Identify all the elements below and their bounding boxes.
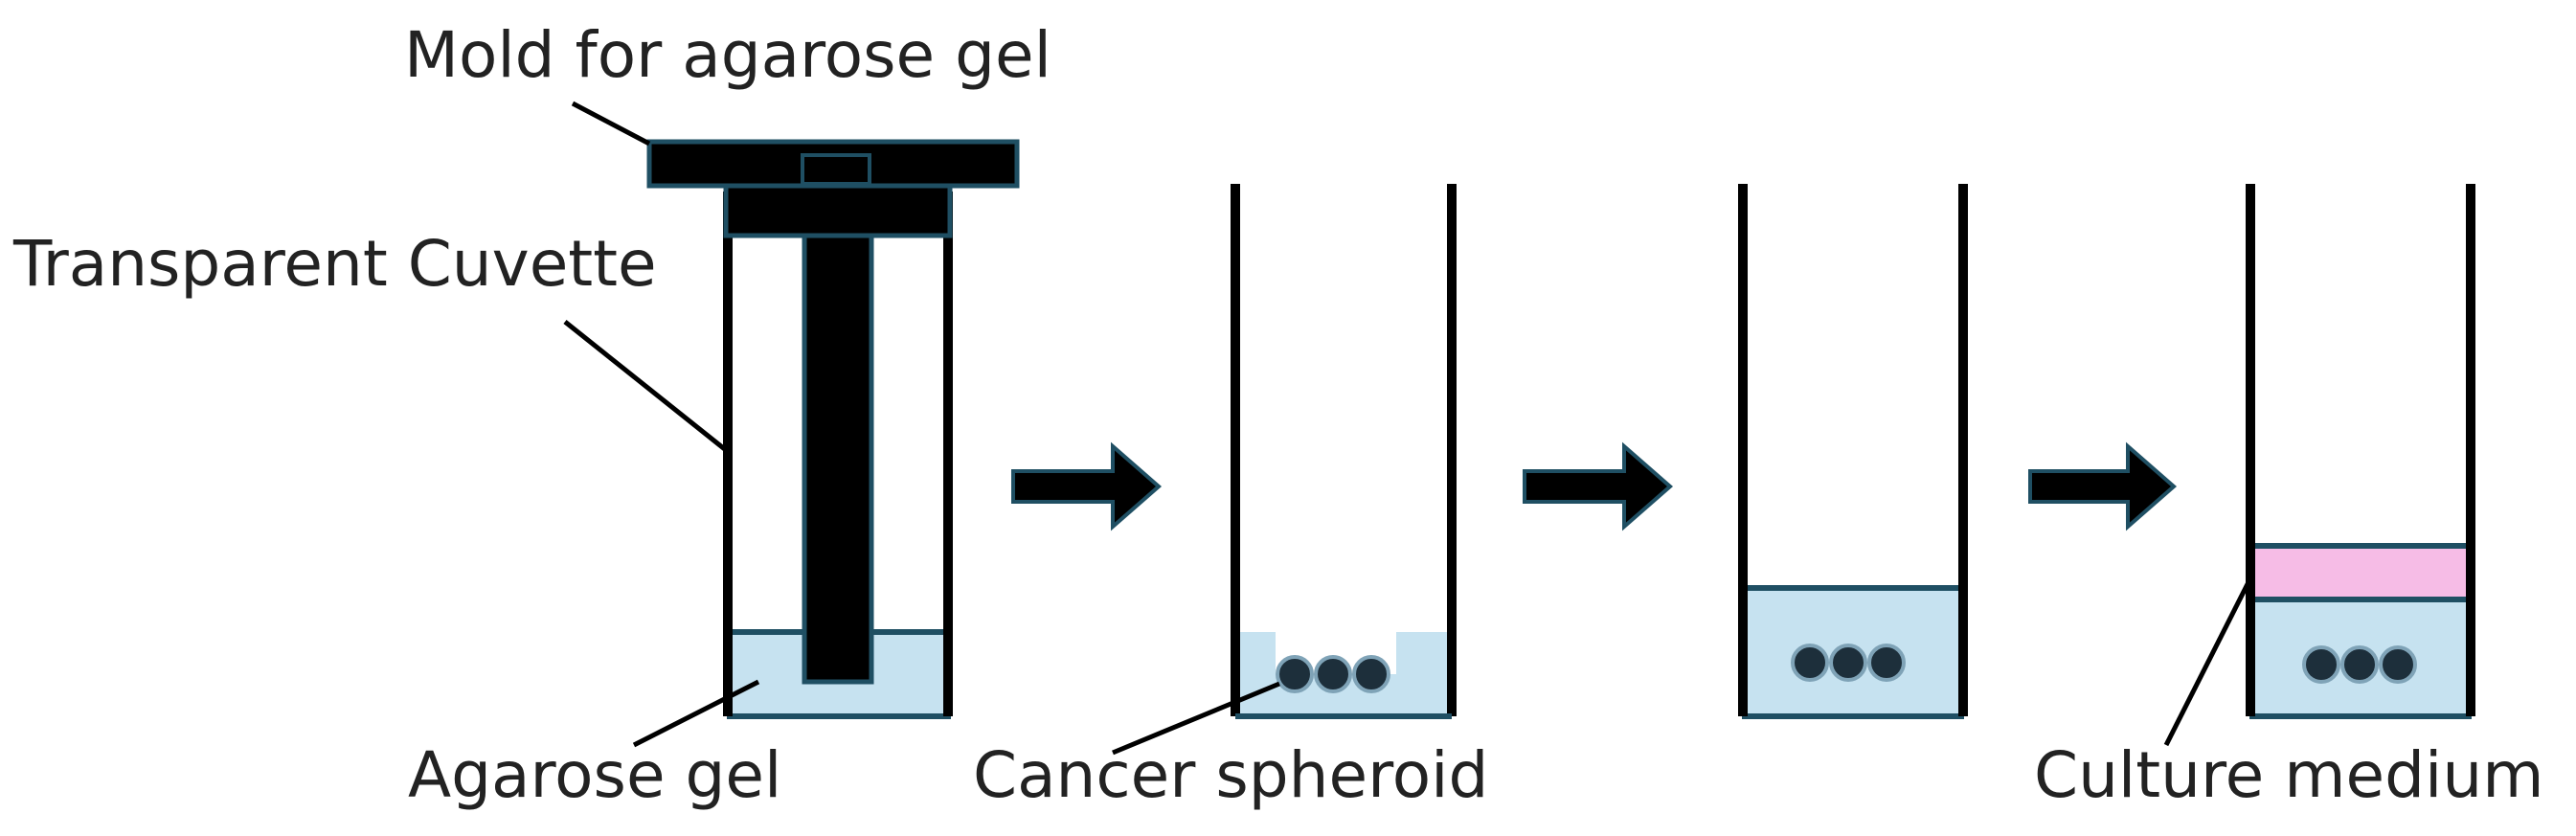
spheroid: [2302, 645, 2340, 684]
arrow-right-icon: [1523, 441, 1674, 531]
leader-line-agarose: [632, 679, 760, 748]
spheroid: [2340, 645, 2379, 684]
spheroid: [1829, 644, 1867, 682]
spheroid: [1867, 644, 1906, 682]
spheroid: [1276, 655, 1314, 693]
step-1-cuvette-with-mold: [646, 139, 1020, 719]
label-cancer-spheroid: Cancer spheroid: [973, 738, 1488, 812]
label-culture-medium: Culture medium: [2034, 738, 2543, 812]
culture-medium-layer: [2249, 543, 2472, 602]
mold-stem: [802, 233, 874, 685]
leader-line-mold: [571, 101, 651, 147]
leader-line-cuvette: [563, 320, 728, 452]
label-agarose-gel: Agarose gel: [408, 738, 781, 812]
leader-line-medium: [2163, 573, 2255, 747]
arrow-right-icon: [2028, 441, 2178, 531]
gel-right-pillar: [1396, 632, 1450, 678]
spheroid: [2379, 645, 2417, 684]
label-mold: Mold for agarose gel: [404, 18, 1051, 92]
mold-collar: [723, 183, 953, 238]
spheroid: [1791, 644, 1829, 682]
step-3-embedded-spheroids: [1738, 184, 1968, 719]
step-2-gel-with-spheroids: [1231, 184, 1457, 719]
gel-left-pillar: [1237, 632, 1276, 678]
arrow-right-icon: [1011, 441, 1163, 531]
spheroid: [1314, 655, 1352, 693]
step-4-culture-medium: [2246, 184, 2475, 719]
label-cuvette: Transparent Cuvette: [12, 227, 657, 301]
leader-line-spheroid: [1112, 681, 1280, 756]
spheroid: [1352, 655, 1390, 693]
mold-top-bar: [646, 139, 1020, 189]
